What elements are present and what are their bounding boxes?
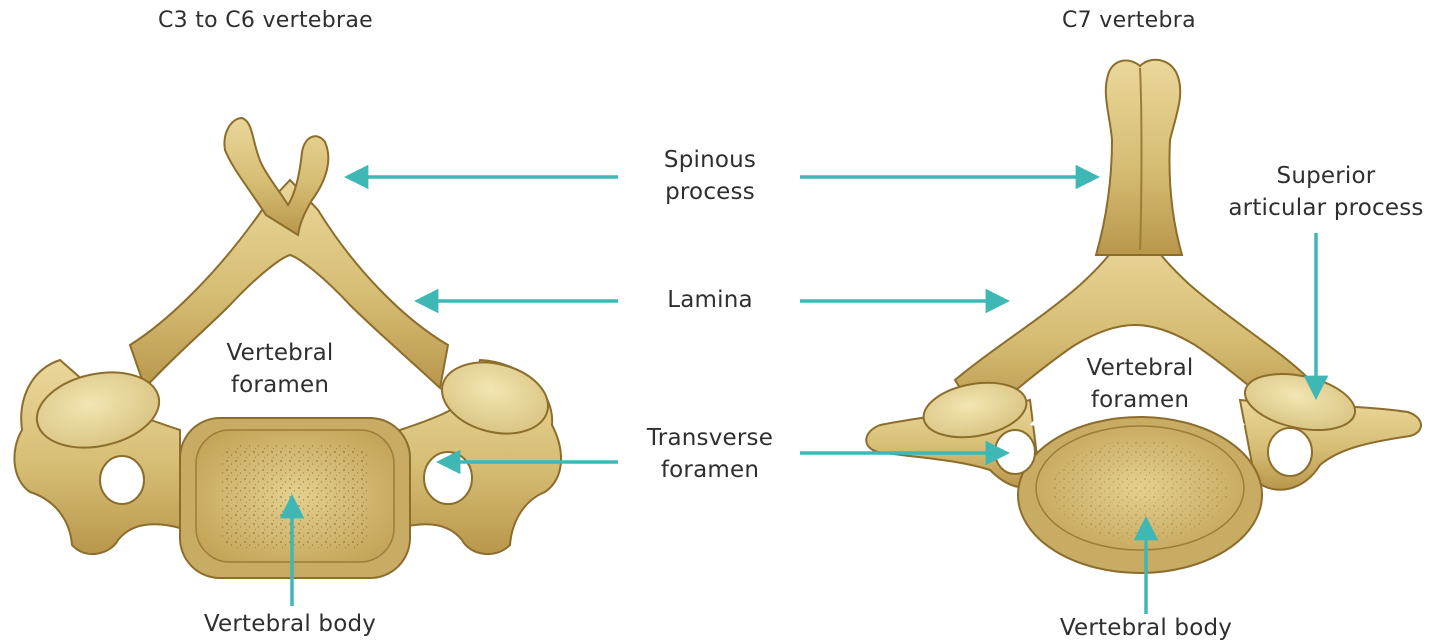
left-title: C3 to C6 vertebrae — [158, 7, 373, 35]
spinous-process-line-1: Spinous — [650, 144, 770, 176]
transverse-foramen-label: Transverse foramen — [630, 422, 790, 486]
right-vertebral-body-label: Vertebral body — [1046, 612, 1246, 644]
c7-body-spongy — [1052, 440, 1228, 540]
left-transverse-foramen-hole — [100, 456, 144, 504]
right-title: C7 vertebra — [1062, 7, 1196, 35]
transverse-foramen-line-2: foramen — [630, 454, 790, 486]
c7-right-transverse-foramen-hole — [1268, 428, 1312, 476]
left-vertebral-foramen-line-1: Vertebral — [212, 337, 348, 369]
right-transverse-foramen-hole — [424, 452, 472, 504]
right-vertebral-foramen-line-1: Vertebral — [1072, 352, 1208, 384]
left-vertebral-foramen-line-2: foramen — [212, 369, 348, 401]
right-vertebra — [866, 60, 1421, 573]
lamina-label: Lamina — [650, 284, 770, 316]
transverse-foramen-line-1: Transverse — [630, 422, 790, 454]
c7-spinous-process — [1096, 60, 1182, 255]
superior-articular-line-1: Superior — [1226, 160, 1426, 192]
left-vertebral-foramen-label: Vertebral foramen — [212, 337, 348, 401]
left-body-spongy — [220, 445, 370, 550]
right-vertebral-foramen-line-2: foramen — [1072, 384, 1208, 416]
right-vertebral-foramen-label: Vertebral foramen — [1072, 352, 1208, 416]
superior-articular-process-label: Superior articular process — [1226, 160, 1426, 224]
spinous-process-label: Spinous process — [650, 144, 770, 208]
superior-articular-line-2: articular process — [1226, 192, 1426, 224]
spinous-process-line-2: process — [650, 176, 770, 208]
left-vertebral-body-label: Vertebral body — [190, 608, 390, 640]
